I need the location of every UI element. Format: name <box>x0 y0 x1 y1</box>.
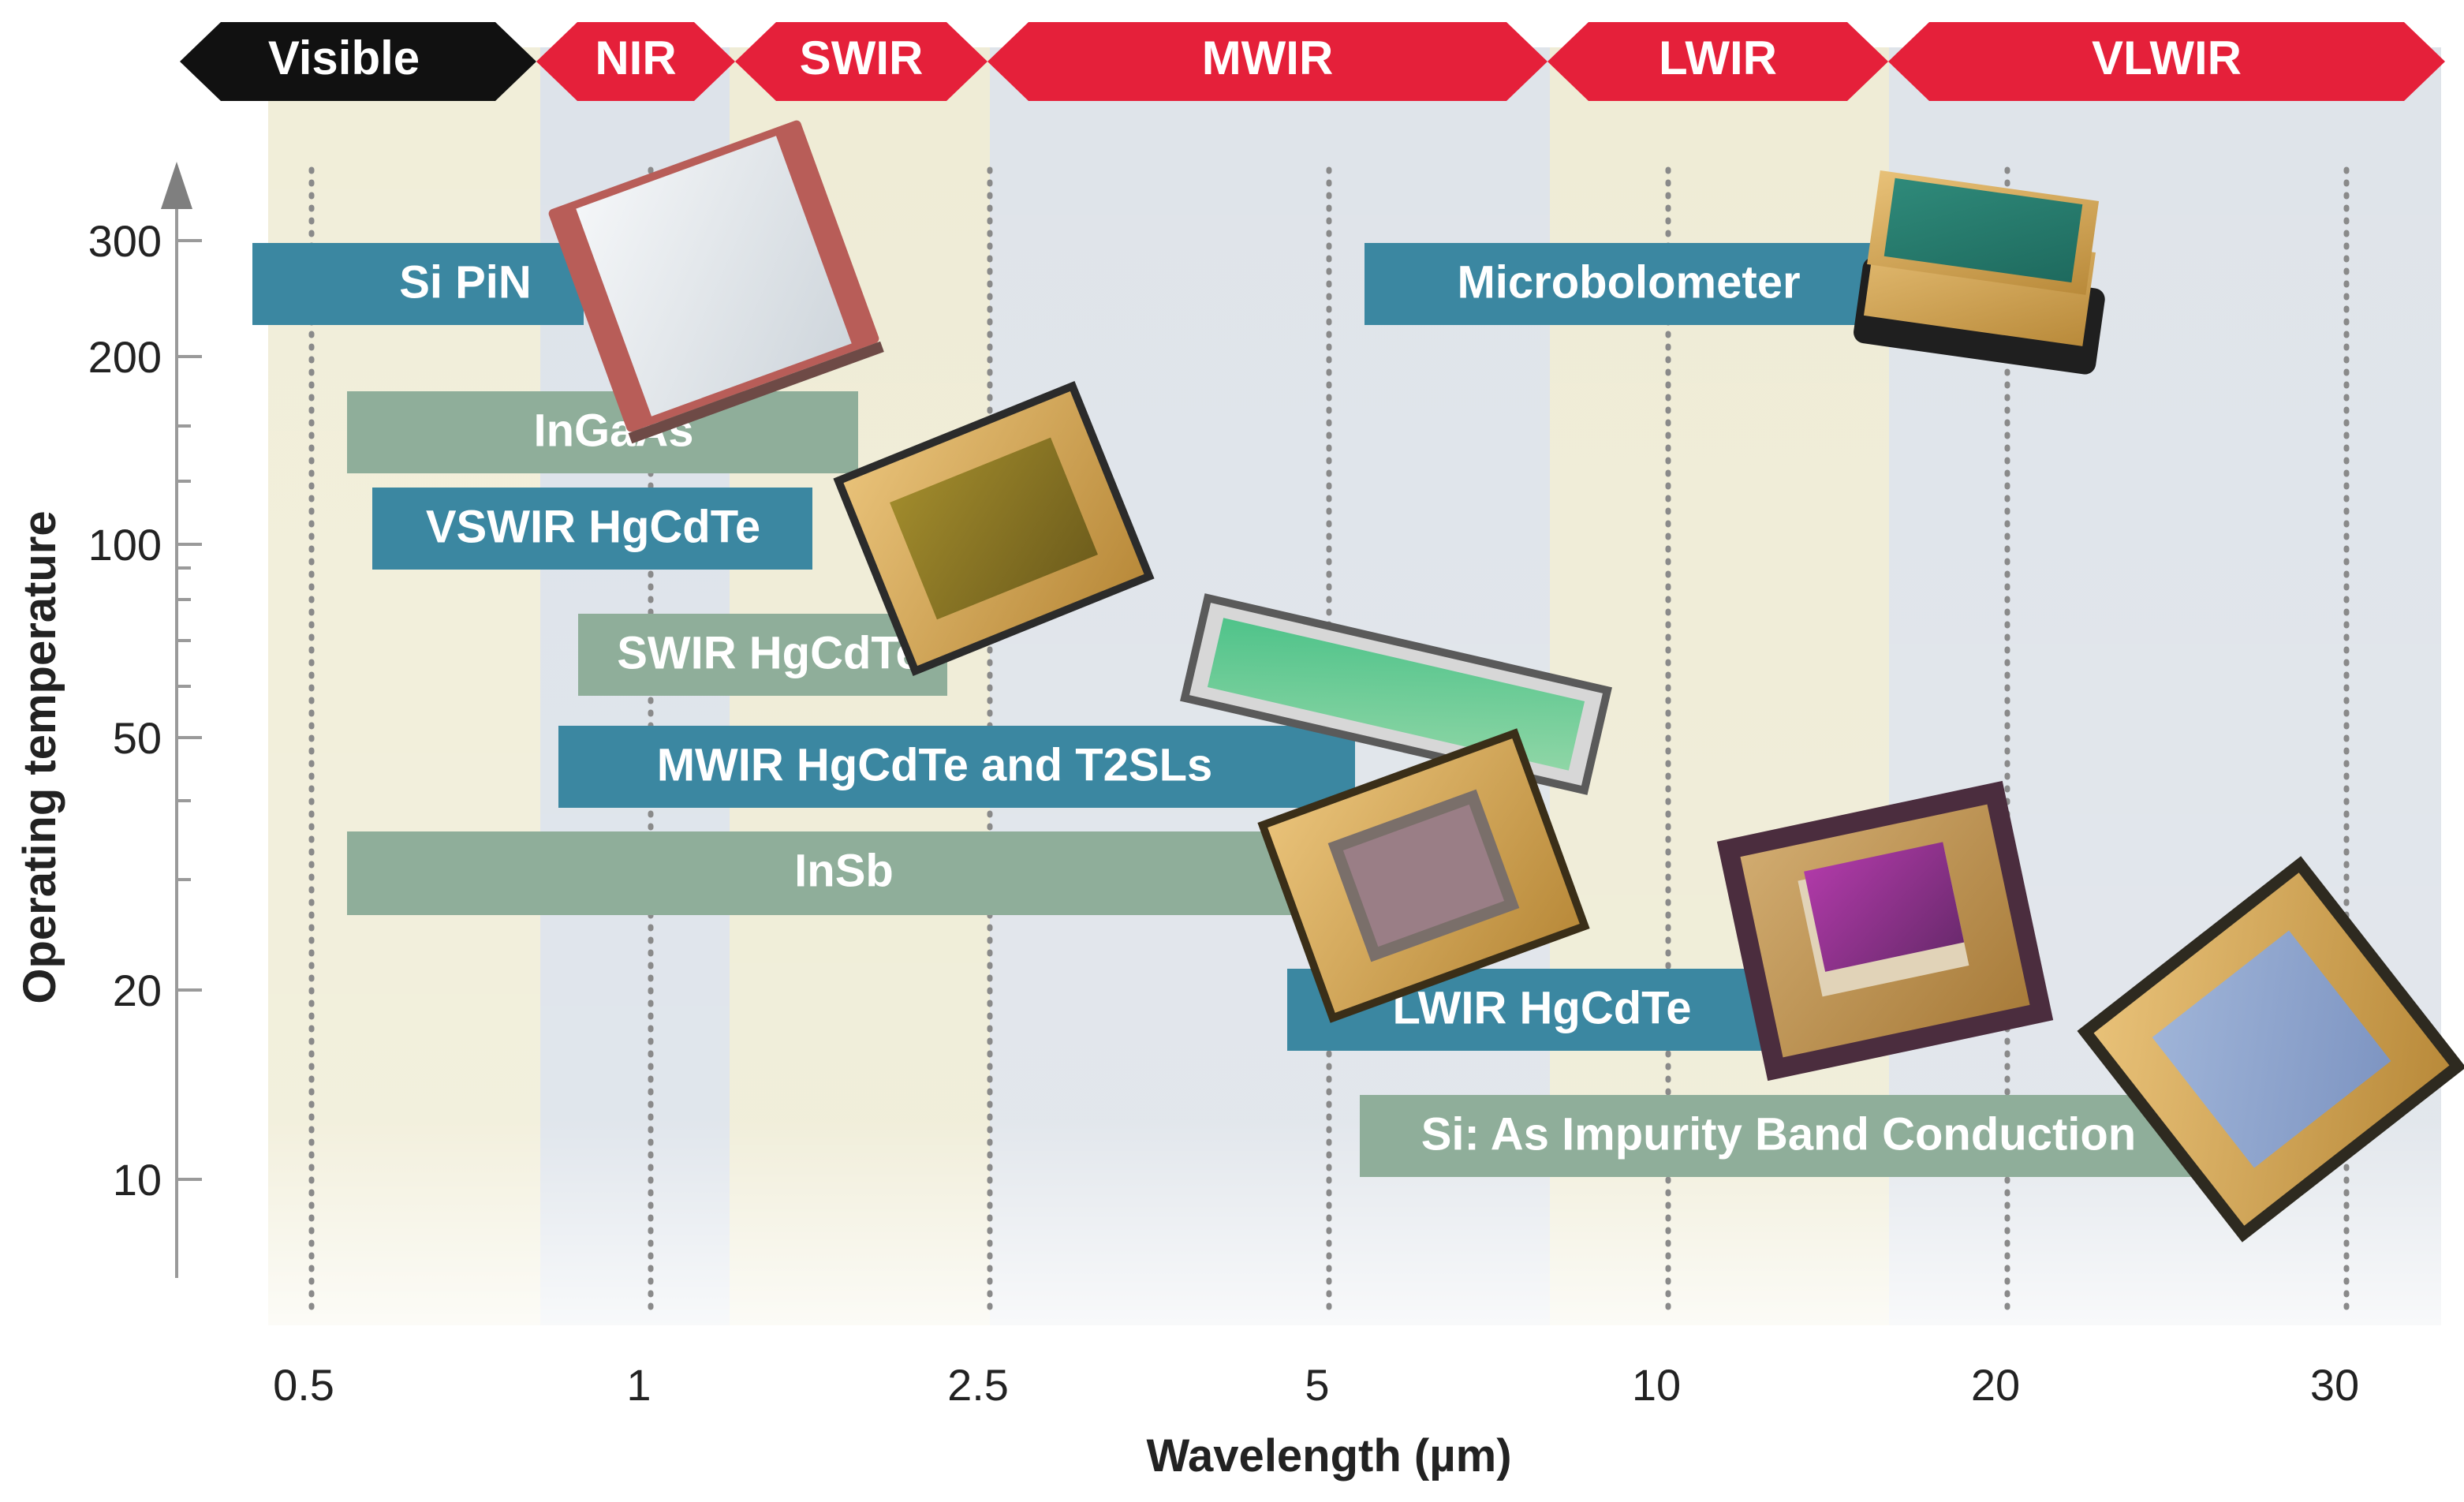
detector-label: SWIR HgCdTe <box>617 627 921 678</box>
lwir-hgcdte-chip-image <box>1716 780 2054 1082</box>
y-tick-label: 100 <box>88 520 162 570</box>
y-tick-label: 10 <box>113 1155 162 1205</box>
y-tick-label: 50 <box>113 713 162 763</box>
y-axis: 300 200 100 50 20 10 Operating temperatu… <box>14 162 202 1278</box>
band-label-lwir: LWIR <box>1659 32 1777 84</box>
x-tick-label: 30 <box>2310 1360 2359 1410</box>
detector-bar-insb <box>347 831 1325 915</box>
detector-bar-si-pin <box>252 243 584 325</box>
x-axis: 0.5 1 2.5 5 10 20 30 Wavelength (µm) <box>273 1360 2359 1481</box>
detector-bar-swir-hgcdte <box>578 614 947 696</box>
y-axis-title: Operating temperature <box>14 510 65 1003</box>
y-tick-label: 300 <box>88 216 162 266</box>
detector-bar-mwir-hgcdte <box>558 726 1355 808</box>
vswir-hgcdte-chip-image <box>833 381 1155 676</box>
x-tick-label: 0.5 <box>273 1360 334 1410</box>
band-mwir <box>987 22 1547 101</box>
detector-label: Si: As Impurity Band Conduction <box>1421 1108 2137 1160</box>
band-label-visible: Visible <box>268 32 420 84</box>
x-tick-label: 1 <box>626 1360 651 1410</box>
detector-label: Si PiN <box>399 256 532 308</box>
band-visible <box>180 22 536 101</box>
x-tick-label: 10 <box>1632 1360 1681 1410</box>
detector-label: InSb <box>794 845 894 896</box>
detector-bar-ingaas <box>347 391 858 473</box>
detector-label: MWIR HgCdTe and T2SLs <box>657 739 1213 790</box>
x-axis-title: Wavelength (µm) <box>1146 1430 1511 1481</box>
band-label-mwir: MWIR <box>1202 32 1334 84</box>
y-axis-arrow-icon <box>161 162 192 209</box>
detector-bar-microbolometer <box>1365 243 1889 325</box>
band-lwir <box>1547 22 1888 101</box>
detector-bar-vswir-hgcdte <box>372 488 812 570</box>
si-pin-chip-image <box>548 120 884 444</box>
band-label-vlwir: VLWIR <box>2092 32 2242 84</box>
band-nir <box>536 22 735 101</box>
detector-bar-si-as-ibc <box>1360 1095 2224 1177</box>
detector-bars: Si PiN InGaAs VSWIR HgCdTe SWIR HgCdTe M… <box>252 243 2224 1177</box>
detector-label: Microbolometer <box>1457 256 1800 308</box>
band-label-swir: SWIR <box>800 32 924 84</box>
detector-label: VSWIR HgCdTe <box>426 501 760 552</box>
detector-label: LWIR HgCdTe <box>1392 982 1691 1033</box>
microbolometer-chip-image <box>1854 170 2105 375</box>
band-label-nir: NIR <box>595 32 676 84</box>
y-tick-label: 20 <box>113 966 162 1015</box>
x-tick-label: 2.5 <box>947 1360 1009 1410</box>
si-as-ibc-chip-image <box>2077 856 2464 1242</box>
insb-chip-image <box>1257 728 1590 1023</box>
x-tick-label: 20 <box>1971 1360 2020 1410</box>
band-swir <box>735 22 987 101</box>
spectral-band-banner: Visible NIR SWIR MWIR LWIR VLWIR <box>180 22 2445 101</box>
y-tick-label: 200 <box>88 332 162 382</box>
band-vlwir <box>1888 22 2445 101</box>
x-tick-label: 5 <box>1305 1360 1329 1410</box>
